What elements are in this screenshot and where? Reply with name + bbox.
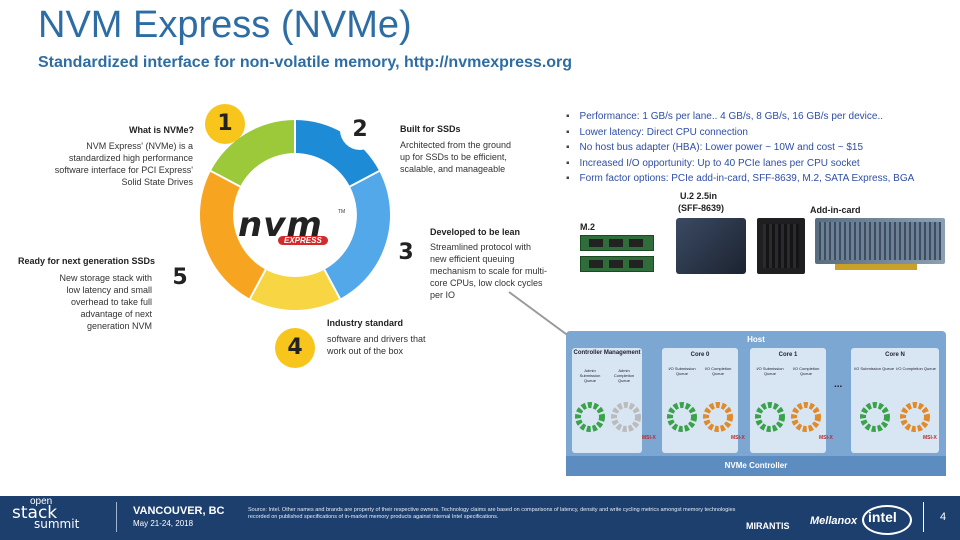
io-completion-label: I/O Completion Queue (896, 366, 936, 371)
core-1-queue-rings (755, 402, 821, 432)
page-number: 4 (940, 511, 947, 523)
more-cores-ellipsis: ... (834, 379, 843, 390)
badge-4-number: 4 (287, 335, 303, 360)
badge-5: 5 (160, 258, 200, 298)
page-title: NVM Express (NVMe) (38, 4, 412, 46)
aic-label: Add-in-card (810, 205, 861, 215)
core-0-title: Core 0 (690, 352, 710, 358)
footer-city: VANCOUVER, BC (133, 505, 225, 517)
segment-1-heading: What is NVMe? (129, 125, 195, 135)
sponsor-mellanox-logo: Mellanox (810, 515, 858, 527)
nvm-logo-sub: EXPRESS (278, 236, 328, 245)
admin-submission-label: Admin Submission Queue (579, 368, 601, 383)
footer-divider (116, 502, 117, 532)
badge-5-number: 5 (172, 265, 188, 290)
badge-3: 3 (386, 233, 426, 273)
wheel-segment-1 (210, 120, 295, 187)
m2-label: M.2 (580, 222, 596, 232)
bullet-item: Performance: 1 GB/s per lane.. 4 GB/s, 8… (566, 109, 956, 125)
add-in-card-connector (835, 264, 917, 270)
bullet-item: No host bus adapter (HBA): Lower power ~… (566, 140, 956, 156)
segment-3-heading: Developed to be lean (430, 227, 521, 237)
io-completion-label: I/O Completion Queue (792, 366, 820, 376)
footer-dates: May 21-24, 2018 (133, 519, 194, 528)
footer-brand-mid: stack (12, 503, 58, 523)
m2-drive-image (580, 256, 654, 272)
badge-2: 2 (340, 110, 380, 150)
segment-5-heading: Ready for next generation SSDs (18, 256, 156, 266)
segment-4-text: software and drivers that work out of th… (327, 334, 426, 356)
nvm-logo-tm: TM (338, 209, 346, 215)
segment-4-heading: Industry standard (327, 318, 404, 328)
msix-label: MSI-X (731, 435, 745, 441)
footer-brand-top: open (30, 496, 53, 507)
footer-divider (923, 502, 924, 532)
sponsor-intel-logo: intel (868, 509, 897, 525)
core-n-title: Core N (885, 352, 905, 358)
u2-sublabel: (SFF-8639) (678, 203, 725, 213)
add-in-card-image (815, 218, 945, 264)
core-1-title: Core 1 (778, 352, 798, 358)
wheel-segment-3 (324, 171, 391, 299)
footer-brand-bottom: summit (34, 517, 80, 531)
m2-drive-image (580, 235, 654, 251)
msix-label: MSI-X (642, 435, 656, 441)
io-submission-label: I/O Submission Queue (668, 366, 696, 376)
feature-bullet-list: Performance: 1 GB/s per lane.. 4 GB/s, 8… (566, 109, 956, 187)
segment-5-text: New storage stack with low latency and s… (59, 273, 152, 331)
admin-queue-rings (575, 402, 641, 432)
core-n-queue-rings (860, 402, 930, 432)
footer-source-note: Source: Intel. Other names and brands ar… (248, 507, 736, 520)
segment-1-text: NVM Express' (NVMe) is a standardized hi… (54, 141, 193, 187)
msix-label: MSI-X (819, 435, 833, 441)
host-title: Host (747, 335, 765, 344)
nvm-logo: nvm TM EXPRESS (238, 205, 345, 245)
core-1-box: Core 1 I/O Submission Queue I/O Completi… (750, 348, 826, 453)
bullet-item: Form factor options: PCIe add-in-card, S… (566, 171, 956, 187)
badge-3-number: 3 (398, 240, 414, 265)
u2-drive-image (676, 218, 746, 274)
segment-3-text: Streamlined protocol with new efficient … (430, 242, 548, 300)
host-diagram: Host Controller Management Admin Submiss… (566, 331, 946, 476)
badge-1: 1 (205, 104, 245, 144)
nvme-controller-bar: NVMe Controller (566, 456, 946, 476)
admin-completion-label: Admin Completion Queue (613, 368, 635, 383)
page-subtitle: Standardized interface for non-volatile … (38, 54, 573, 71)
segment-2-text: Architected from the ground up for SSDs … (400, 140, 512, 174)
core-0-box: Core 0 I/O Submission Queue I/O Completi… (662, 348, 738, 453)
bullet-item: Increased I/O opportunity: Up to 40 PCIe… (566, 156, 956, 172)
core-n-box: Core N I/O Submission Queue I/O Completi… (851, 348, 939, 453)
u2-drive-heatsink-image (757, 218, 805, 274)
msix-label: MSI-X (923, 435, 937, 441)
footer-bar (0, 496, 960, 540)
bullet-item: Lower latency: Direct CPU connection (566, 125, 956, 141)
controller-management-box: Controller Management Admin Submission Q… (572, 348, 642, 453)
io-submission-label: I/O Submission Queue (853, 366, 895, 371)
core-0-queue-rings (667, 402, 733, 432)
sponsor-mirantis-logo: MIRANTIS (746, 521, 790, 531)
intel-logo-ring (862, 505, 912, 535)
io-completion-label: I/O Completion Queue (704, 366, 732, 376)
badge-1-number: 1 (217, 111, 233, 136)
io-submission-label: I/O Submission Queue (756, 366, 784, 376)
wheel-segment-2 (295, 120, 380, 187)
wheel-segment-5 (199, 171, 266, 299)
badge-2-number: 2 (352, 117, 368, 142)
controller-management-title: Controller Management (573, 350, 641, 356)
nvme-wheel (199, 120, 391, 311)
u2-label: U.2 2.5in (680, 191, 718, 201)
segment-2-heading: Built for SSDs (400, 124, 461, 134)
badge-4: 4 (275, 328, 315, 368)
wheel-segment-4 (250, 269, 340, 311)
